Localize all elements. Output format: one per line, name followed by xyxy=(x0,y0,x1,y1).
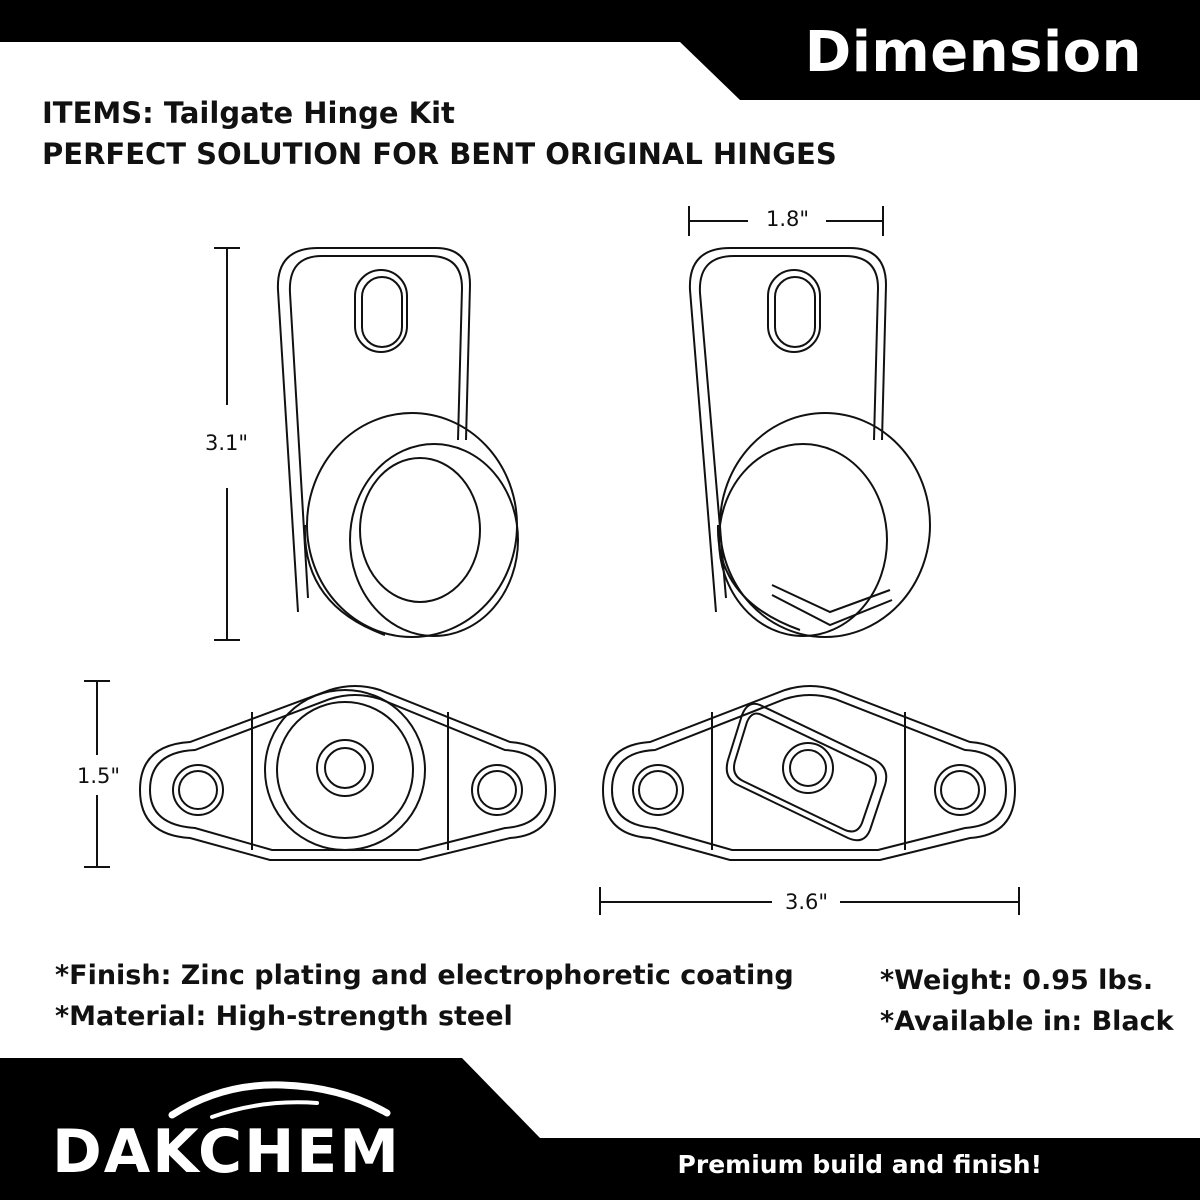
dimension-line-1-5 xyxy=(84,680,110,868)
hinge-top-view xyxy=(138,685,557,861)
hinge-front-view xyxy=(276,247,519,638)
dimension-label-width: 1.8" xyxy=(766,207,810,231)
footer-tagline: Premium build and finish! xyxy=(677,1150,1042,1179)
header-title: Dimension xyxy=(804,20,1142,85)
dimension-label-length: 3.6" xyxy=(785,890,829,914)
hinge-angled-top-view xyxy=(601,685,1017,861)
spec-finish: *Finish: Zinc plating and electrophoreti… xyxy=(55,960,794,991)
spec-weight: *Weight: 0.95 lbs. xyxy=(880,965,1154,996)
header-banner xyxy=(0,0,1200,100)
dimension-label-height: 3.1" xyxy=(205,431,249,455)
brand-name: DAKCHEM xyxy=(52,1117,401,1187)
hinge-side-view xyxy=(688,247,931,638)
spec-material: *Material: High-strength steel xyxy=(55,1001,513,1032)
spec-available: *Available in: Black xyxy=(880,1006,1174,1037)
footer-banner xyxy=(0,1058,1200,1200)
items-subtitle: PERFECT SOLUTION FOR BENT ORIGINAL HINGE… xyxy=(42,137,837,171)
dimension-line-3-1 xyxy=(214,247,240,641)
dimension-line-1-8 xyxy=(688,206,884,236)
car-swoosh-icon xyxy=(168,1081,391,1119)
dimension-line-3-6 xyxy=(599,887,1020,915)
brand-logo: DAKCHEM xyxy=(52,1075,452,1187)
dimension-label-base-height: 1.5" xyxy=(77,764,121,788)
items-title: ITEMS: Tailgate Hinge Kit xyxy=(42,96,455,130)
